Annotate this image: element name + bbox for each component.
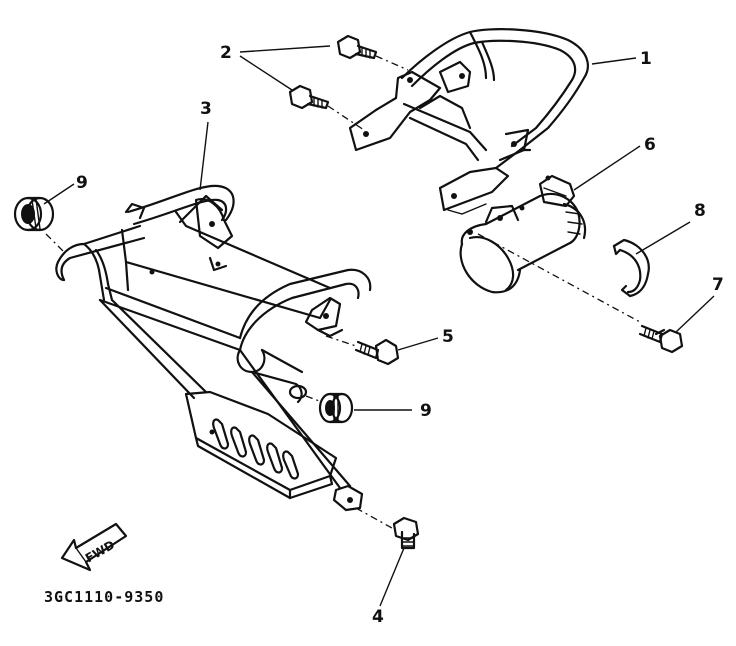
callout-1: 1 [640,49,652,69]
callout-2: 2 [220,43,232,63]
part-2-bolts [288,34,409,131]
fwd-arrow-icon: FWD [60,522,128,572]
callout-9-left: 9 [76,173,88,193]
callout-8: 8 [694,201,706,221]
drawing-code: 3GC1110-9350 [44,588,164,606]
callout-6: 6 [644,135,656,155]
part-5-bolt [325,335,400,366]
part-6-horn [459,174,641,323]
callout-3: 3 [200,99,212,119]
part-9-grommet-left [13,196,65,253]
callout-7: 7 [712,275,724,295]
part-8-clip [612,238,650,298]
part-9-grommet-right [305,392,354,424]
callout-4: 4 [372,607,384,627]
part-3-front-guard [55,184,372,512]
callout-9-right: 9 [420,401,432,421]
callout-5: 5 [442,327,454,347]
part-7-bolt [638,324,684,354]
part-4-bolt [355,507,420,550]
part-1-rear-guard [348,28,589,215]
